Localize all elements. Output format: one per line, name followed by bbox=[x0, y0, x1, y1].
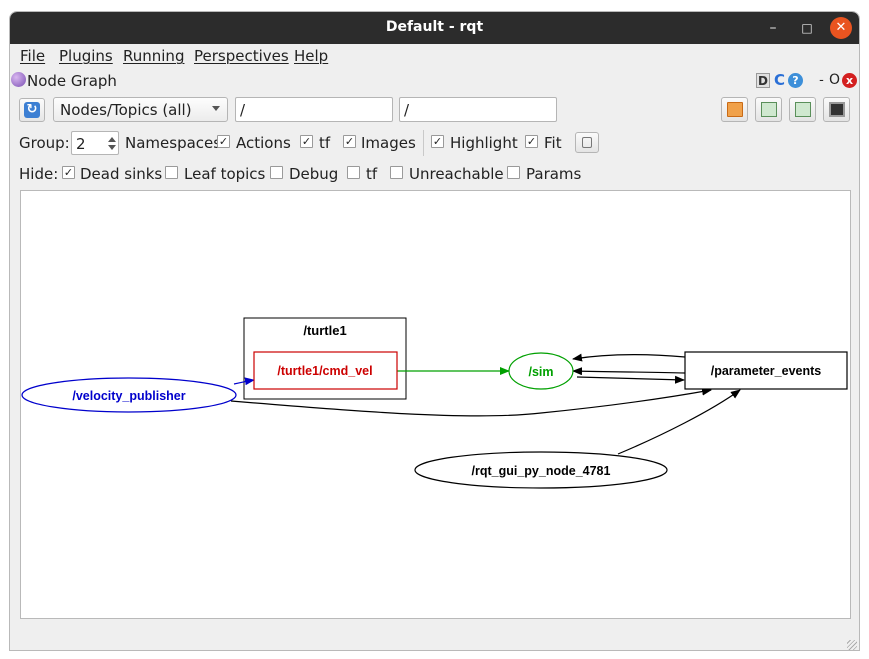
title-bar[interactable]: Default - rqt – □ ✕ bbox=[10, 12, 859, 44]
params-label: Params bbox=[526, 165, 582, 183]
actions-label: Actions bbox=[236, 134, 291, 152]
dead-sinks-checkbox[interactable]: ✓ bbox=[62, 166, 75, 179]
chevron-down-icon bbox=[212, 106, 220, 111]
save-svg-icon bbox=[795, 102, 811, 117]
group-label: Group: bbox=[19, 134, 70, 152]
graph-canvas[interactable]: /turtle1 /velocity_publisher /turtle1/cm… bbox=[20, 190, 851, 619]
highlight-checkbox[interactable]: ✓ bbox=[431, 135, 444, 148]
unreachable-label: Unreachable bbox=[409, 165, 504, 183]
edge-params-to-sim-2 bbox=[572, 367, 686, 376]
group-value: 2 bbox=[76, 135, 86, 153]
node-velocity-publisher[interactable] bbox=[21, 377, 237, 413]
namespaces-label: Namespaces bbox=[125, 134, 222, 152]
hide-label: Hide: bbox=[19, 165, 59, 183]
save-dot-icon bbox=[761, 102, 777, 117]
dock-minimize-button[interactable]: - bbox=[819, 73, 824, 88]
unreachable-checkbox[interactable] bbox=[390, 166, 403, 179]
edge-rqt-to-params bbox=[617, 389, 741, 455]
leaf-topics-label: Leaf topics bbox=[184, 165, 266, 183]
hide-options-row: Hide: ✓ Dead sinks Leaf topics Debug tf … bbox=[10, 161, 859, 187]
reload-plugin-icon[interactable]: C bbox=[773, 71, 785, 89]
save-svg-button[interactable] bbox=[789, 97, 816, 122]
help-icon[interactable]: ? bbox=[788, 73, 803, 88]
images-checkbox[interactable]: ✓ bbox=[343, 135, 356, 148]
node-sim[interactable] bbox=[508, 352, 574, 390]
images-label: Images bbox=[361, 134, 416, 152]
node-sim-label: /sim bbox=[528, 365, 553, 379]
node-rqt-gui-label: /rqt_gui_py_node_4781 bbox=[472, 464, 611, 478]
fit-label: Fit bbox=[544, 134, 562, 152]
spin-up-icon[interactable] bbox=[108, 137, 116, 142]
edge-params-to-sim-1 bbox=[572, 353, 686, 362]
edge-publisher-to-params bbox=[230, 387, 712, 417]
leaf-topics-checkbox[interactable] bbox=[165, 166, 178, 179]
cluster-label: /turtle1 bbox=[303, 323, 346, 338]
separator bbox=[423, 130, 424, 156]
fit-checkbox[interactable]: ✓ bbox=[525, 135, 538, 148]
refresh-button[interactable]: ↻ bbox=[19, 98, 45, 122]
menu-bar: File Plugins Running Perspectives Help bbox=[10, 44, 859, 68]
menu-perspectives[interactable]: Perspectives bbox=[194, 47, 289, 65]
debug-label: Debug bbox=[289, 165, 339, 183]
status-bar bbox=[10, 628, 859, 650]
hide-tf-checkbox[interactable] bbox=[347, 166, 360, 179]
menu-plugins[interactable]: Plugins bbox=[59, 47, 113, 65]
menu-running[interactable]: Running bbox=[123, 47, 185, 65]
fit-in-view-button[interactable] bbox=[575, 132, 599, 153]
save-image-button[interactable] bbox=[823, 97, 850, 122]
cluster-turtle1[interactable] bbox=[243, 317, 407, 400]
params-checkbox[interactable] bbox=[507, 166, 520, 179]
dock-close-icon[interactable]: x bbox=[842, 73, 857, 88]
topic-parameter-events[interactable] bbox=[684, 351, 848, 390]
close-button[interactable]: ✕ bbox=[830, 17, 852, 39]
spin-down-icon[interactable] bbox=[108, 145, 116, 150]
tf-checkbox[interactable]: ✓ bbox=[300, 135, 313, 148]
maximize-button[interactable]: □ bbox=[801, 21, 813, 35]
dock-title: Node Graph bbox=[27, 72, 117, 90]
minimize-button[interactable]: – bbox=[769, 20, 777, 36]
tf-label: tf bbox=[319, 134, 331, 152]
fit-icon bbox=[582, 137, 592, 148]
app-window: Default - rqt – □ ✕ File Plugins Running… bbox=[9, 11, 860, 651]
edge-sim-to-params bbox=[576, 375, 685, 384]
node-velocity-publisher-label: /velocity_publisher bbox=[72, 389, 185, 403]
hide-tf-label: tf bbox=[366, 165, 378, 183]
resize-grip-icon[interactable] bbox=[847, 640, 857, 650]
actions-checkbox[interactable]: ✓ bbox=[217, 135, 230, 148]
group-spinbox[interactable]: 2 bbox=[71, 131, 119, 155]
save-dot-button[interactable] bbox=[755, 97, 782, 122]
rqt-plugin-icon bbox=[11, 72, 26, 87]
topic-cmd-vel-label: /turtle1/cmd_vel bbox=[277, 364, 372, 378]
menu-help[interactable]: Help bbox=[294, 47, 329, 65]
load-dot-button[interactable] bbox=[721, 97, 748, 122]
folder-open-icon bbox=[727, 102, 743, 117]
window-title: Default - rqt bbox=[385, 19, 484, 35]
image-icon bbox=[829, 102, 845, 117]
graph-mode-select[interactable]: Nodes/Topics (all) bbox=[53, 97, 228, 122]
node-filter-input[interactable]: / bbox=[235, 97, 393, 122]
menu-file[interactable]: File bbox=[20, 47, 46, 65]
node-rqt-gui[interactable] bbox=[414, 451, 668, 489]
graph-mode-value: Nodes/Topics (all) bbox=[60, 101, 192, 119]
node-graph: /turtle1 /velocity_publisher /turtle1/cm… bbox=[21, 317, 848, 489]
dock-title-bar: Node Graph D C ? - O x bbox=[10, 69, 859, 93]
dead-sinks-label: Dead sinks bbox=[80, 165, 163, 183]
edge-publisher-to-cmdvel bbox=[233, 377, 255, 386]
dock-float-button[interactable]: O bbox=[828, 72, 841, 88]
graph-options-row: Group: 2 Namespaces ✓ Actions ✓ tf ✓ Ima… bbox=[10, 130, 859, 156]
topic-filter-input[interactable]: / bbox=[399, 97, 557, 122]
highlight-label: Highlight bbox=[450, 134, 518, 152]
refresh-icon: ↻ bbox=[24, 102, 40, 118]
topic-cmd-vel[interactable] bbox=[253, 351, 398, 390]
graph-toolbar: ↻ Nodes/Topics (all) / / bbox=[10, 96, 859, 124]
dock-d-button[interactable]: D bbox=[756, 73, 770, 88]
topic-parameter-events-label: /parameter_events bbox=[711, 364, 822, 378]
debug-checkbox[interactable] bbox=[270, 166, 283, 179]
